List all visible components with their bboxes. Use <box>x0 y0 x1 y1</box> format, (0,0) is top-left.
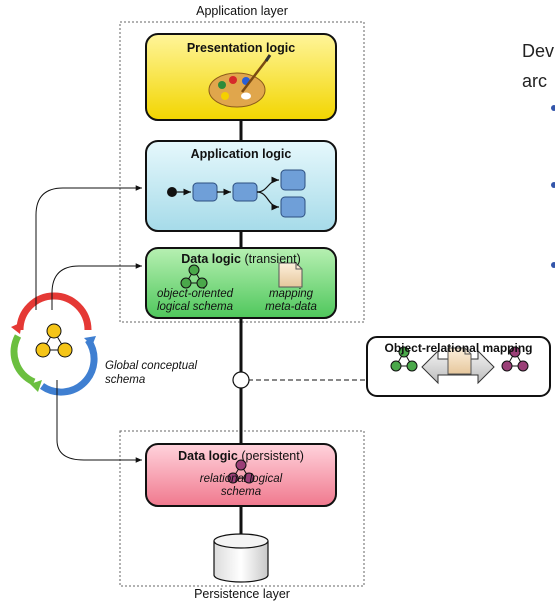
global-schema-label-line1: Global conceptual <box>105 360 198 372</box>
oo-schema-label-line1: object-oriented <box>156 288 234 300</box>
connector-to-persistent <box>56 380 142 463</box>
relational-schema-icon <box>227 459 255 484</box>
relational-schema-label-line2: schema <box>220 486 262 498</box>
orm-title: Object-relational mapping <box>384 341 533 355</box>
application-flow <box>167 169 306 218</box>
mapping-metadata-label-line1: mapping <box>268 288 314 300</box>
global-schema-label-line2: schema <box>105 374 146 386</box>
relational-schema-label: relational logical schema <box>146 473 336 499</box>
application-logic-title: Application logic <box>190 147 292 161</box>
side-text-line1: Dev <box>522 41 555 61</box>
document-icon <box>278 262 303 288</box>
mapping-metadata-label-line2: meta-data <box>265 301 317 313</box>
orm-purple-schema-icon <box>501 346 529 372</box>
orm-green-schema-icon <box>390 346 418 372</box>
data-logic-transient-qualifier: (transient) <box>244 252 301 266</box>
global-schema-label: Global conceptual schema <box>105 359 215 387</box>
connector-to-application <box>35 185 142 310</box>
bullet-1 <box>551 105 555 111</box>
data-logic-persistent-heading: Data logic (persistent) <box>146 449 336 463</box>
connector-to-transient <box>51 263 142 310</box>
orm-document-icon <box>447 347 472 375</box>
database-icon <box>213 533 269 583</box>
global-schema-cycle-icon <box>10 292 98 396</box>
side-text-line2: arc <box>522 71 548 91</box>
application-layer-label: Application layer <box>196 4 288 18</box>
oo-schema-icon <box>180 264 208 289</box>
mapping-metadata-label: mapping meta-data <box>258 288 324 314</box>
data-logic-persistent-box <box>145 443 337 507</box>
relational-schema-label-line1: relational logical <box>199 473 283 485</box>
oo-schema-label: object-oriented logical schema <box>151 288 239 314</box>
data-logic-persistent-qualifier: (persistent) <box>241 449 304 463</box>
bullet-2 <box>551 182 555 188</box>
persistence-layer-label: Persistence layer <box>194 587 290 601</box>
palette-icon <box>208 54 272 108</box>
presentation-logic-title: Presentation logic <box>186 41 296 55</box>
data-logic-transient-heading: Data logic (transient) <box>146 252 336 266</box>
bullet-3 <box>551 262 555 268</box>
data-logic-persistent-title: Data logic <box>178 449 238 463</box>
oo-schema-label-line2: logical schema <box>156 301 234 313</box>
data-logic-transient-title: Data logic <box>181 252 241 266</box>
junction-circle <box>232 371 250 389</box>
